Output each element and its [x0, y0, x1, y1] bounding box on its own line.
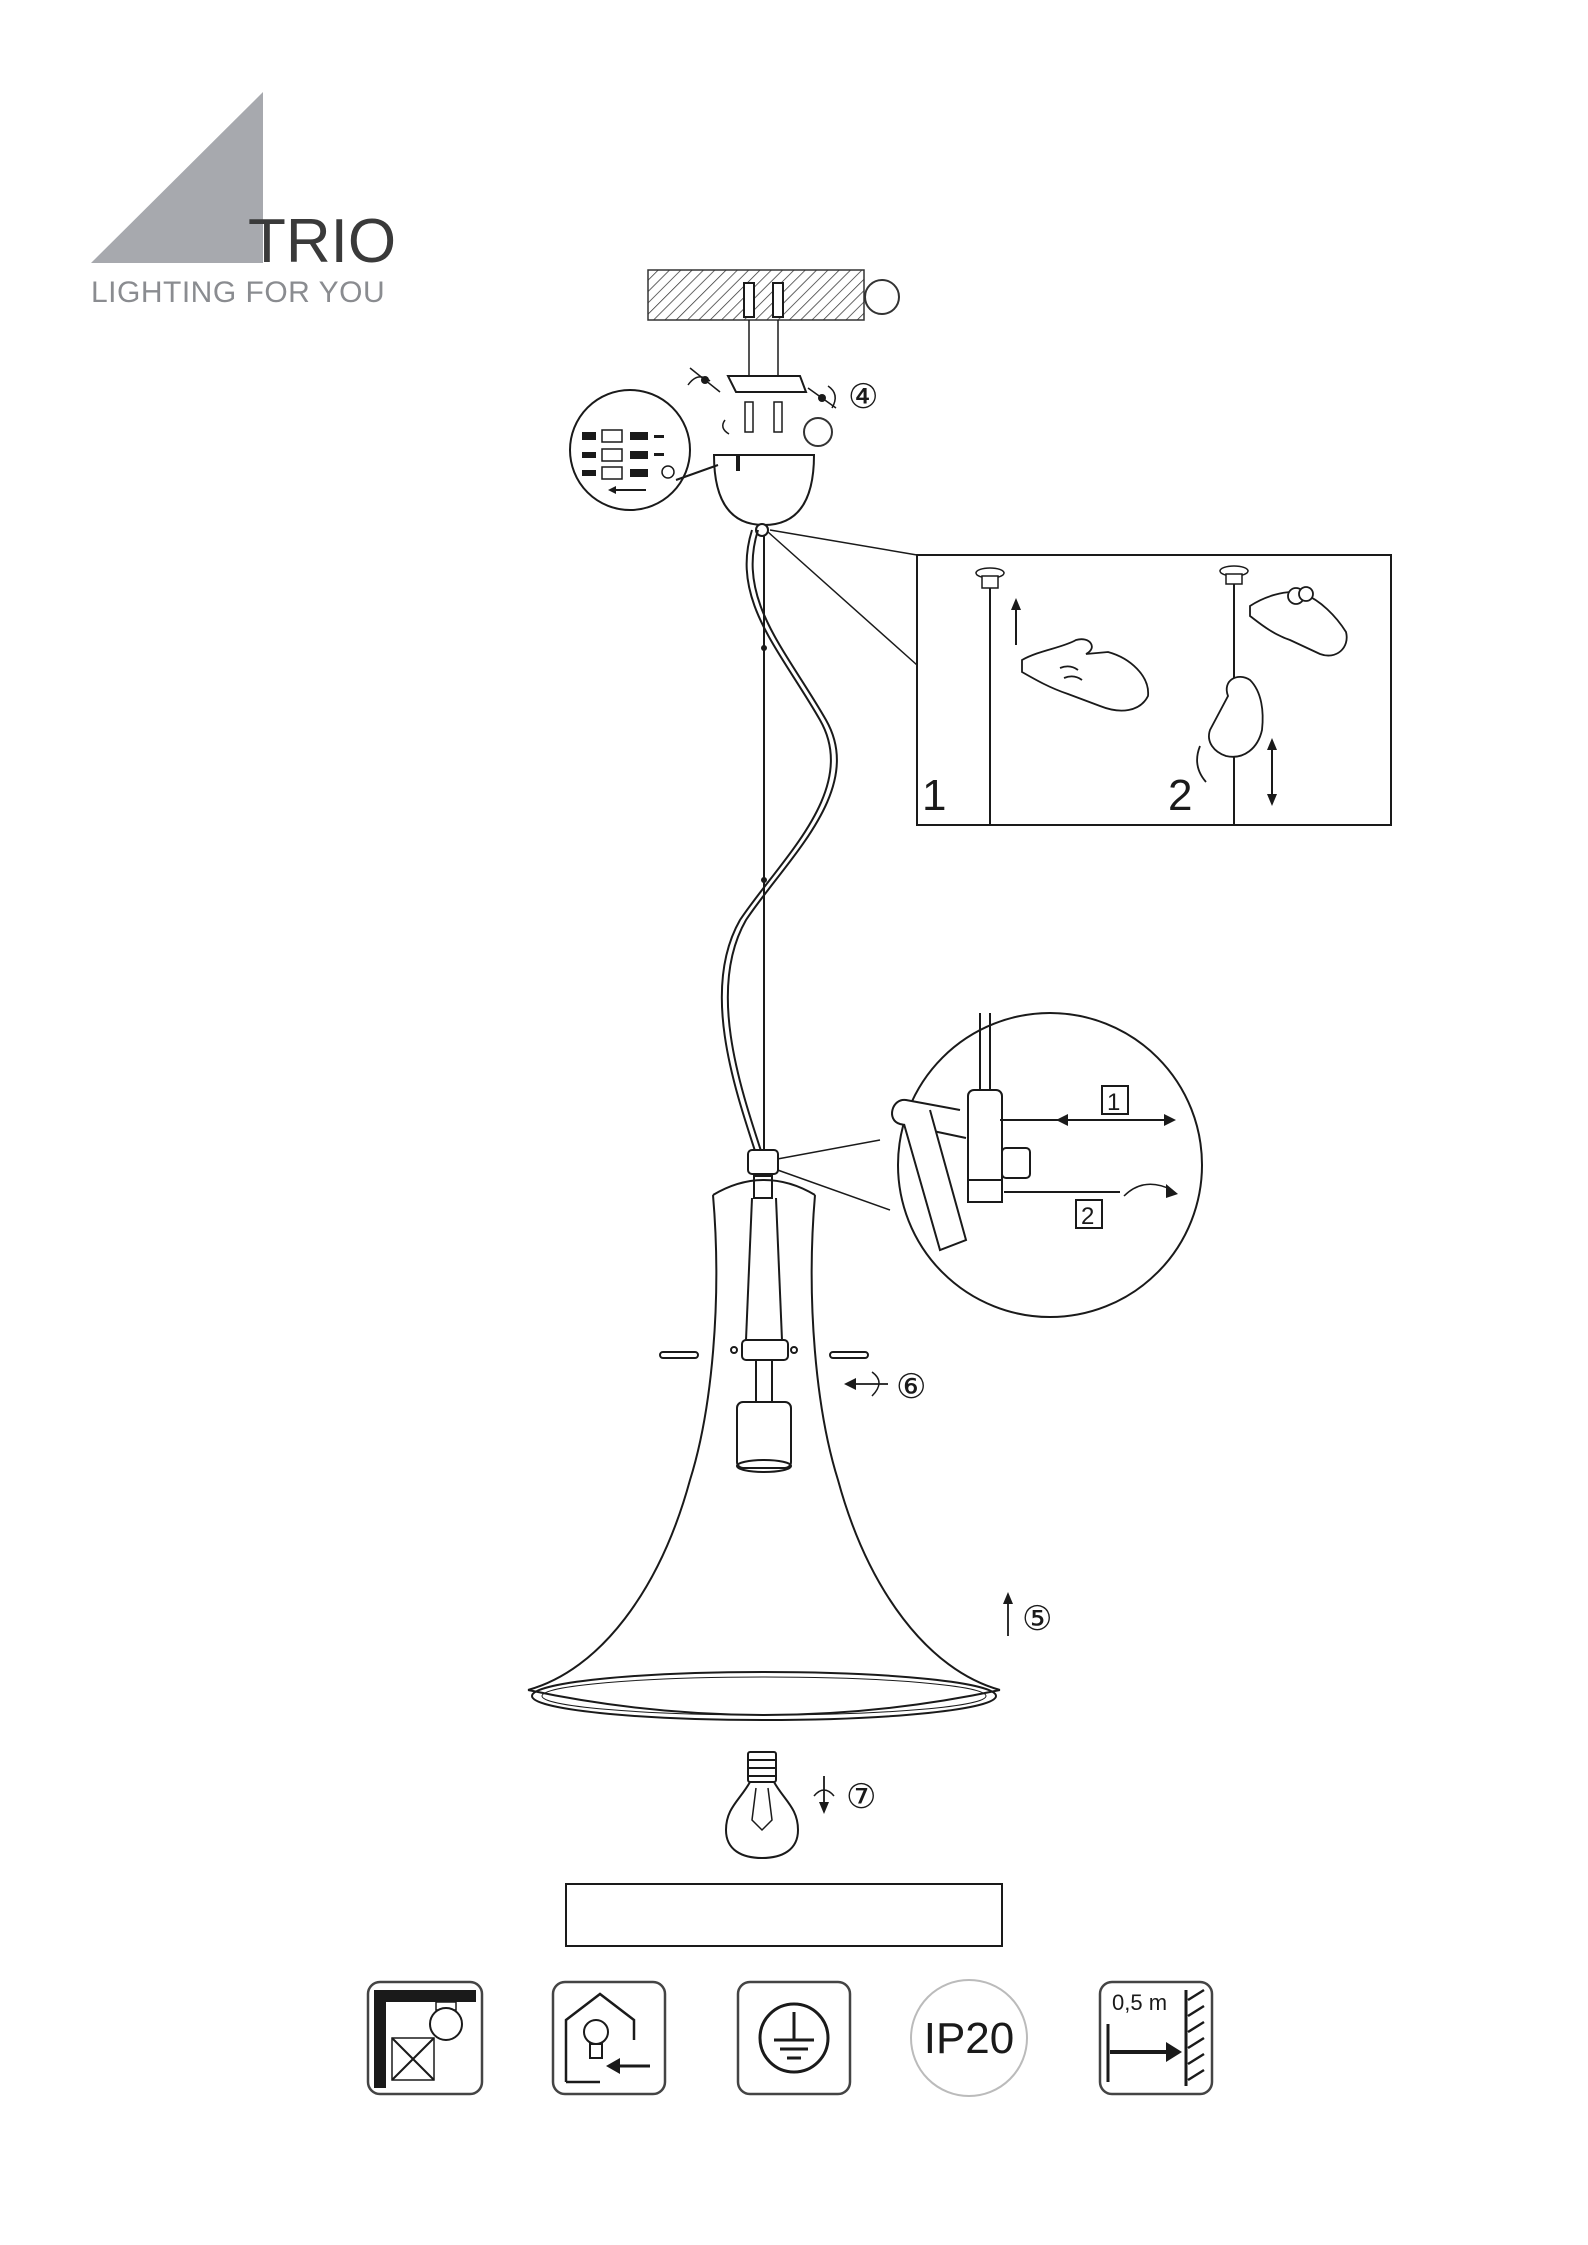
step-5-indicator: ⑤	[1003, 1592, 1052, 1638]
step-4-marker: ④	[848, 378, 878, 416]
step-5-marker: ⑤	[1022, 1600, 1052, 1638]
step-6-indicator: ⑥	[844, 1368, 926, 1406]
ip20-rating-icon: IP20	[911, 1980, 1027, 2096]
drill-marker-icon	[865, 280, 899, 314]
wiring-callout	[570, 380, 720, 510]
step-7-marker: ⑦	[846, 1778, 876, 1816]
fixing-pins	[660, 1347, 868, 1358]
brand-name: TRIO	[248, 207, 396, 276]
cable-clamp	[748, 1150, 778, 1198]
step-6-marker: ⑥	[896, 1368, 926, 1406]
light-bulb-icon	[726, 1752, 798, 1858]
no-insulation-cover-icon	[368, 1982, 482, 2094]
screw-marker-icon	[804, 418, 832, 446]
logo-triangle-icon	[91, 92, 263, 263]
cable-grip-detail: 1 2	[768, 530, 1391, 825]
mounting-bracket: ④	[688, 368, 878, 446]
grip-step-1-label: 1	[922, 771, 946, 820]
indoor-use-only-icon	[553, 1982, 665, 2094]
safety-icons-row: IP20 0,5 m	[368, 1980, 1212, 2096]
ceiling	[648, 270, 899, 380]
ceiling-canopy	[714, 455, 814, 536]
distance-text: 0,5 m	[1112, 1990, 1167, 2015]
label-box	[566, 1884, 1002, 1946]
clamp-step-2-label: 2	[1081, 1203, 1094, 1230]
minimum-distance-icon: 0,5 m	[1100, 1982, 1212, 2094]
ip-rating-text: IP20	[924, 2014, 1015, 2063]
lamp-shade	[528, 1180, 1000, 1720]
grip-step-2-label: 2	[1168, 771, 1192, 820]
protective-earth-icon	[738, 1982, 850, 2094]
clamp-step-1-label: 1	[1107, 1089, 1120, 1116]
brand-tagline: LIGHTING FOR YOU	[91, 276, 385, 309]
clamp-detail: 1 2	[772, 1013, 1202, 1317]
power-cord	[722, 530, 837, 1160]
brand-logo: TRIO LIGHTING FOR YOU	[91, 92, 396, 309]
step-7-indicator: ⑦	[814, 1776, 876, 1816]
